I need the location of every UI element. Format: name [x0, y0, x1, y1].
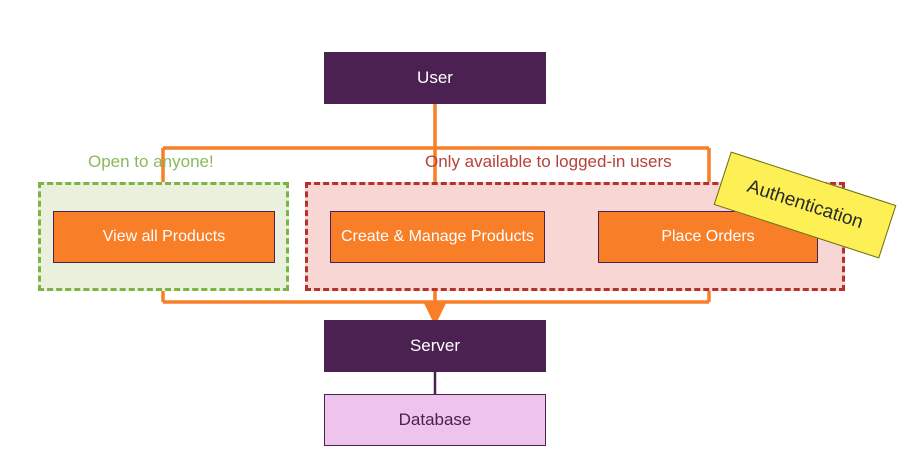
node-database[interactable]: Database — [324, 394, 546, 446]
node-server[interactable]: Server — [324, 320, 546, 372]
region-public-caption: Open to anyone! — [88, 152, 214, 171]
node-user[interactable]: User — [324, 52, 546, 104]
node-place-orders[interactable]: Place Orders — [598, 211, 818, 263]
region-private-caption: Only available to logged-in users — [425, 152, 672, 171]
node-view-all-products[interactable]: View all Products — [53, 211, 275, 263]
node-create-and-manage-products[interactable]: Create & Manage Products — [330, 211, 545, 263]
